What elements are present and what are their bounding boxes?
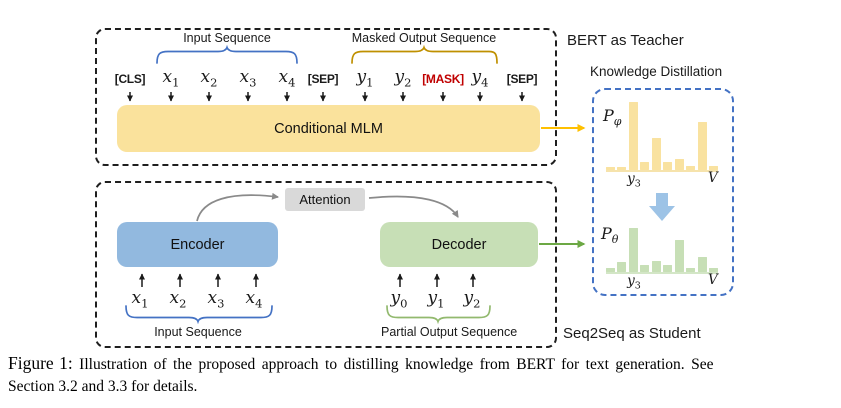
bar <box>606 167 615 170</box>
decoder-label: Decoder <box>431 236 487 253</box>
p-phi-label: Pφ <box>603 106 622 129</box>
conditional-mlm-label: Conditional MLM <box>274 120 383 137</box>
student-token-x1: x1 <box>131 288 149 311</box>
student-token-x2: x2 <box>169 288 187 311</box>
teacher-input-sequence-label: Input Sequence <box>183 31 271 45</box>
bar <box>617 262 627 272</box>
token-cls: [CLS] <box>114 72 146 86</box>
token-x2: x2 <box>200 67 218 90</box>
bar <box>674 240 684 272</box>
token-y4: y4 <box>471 67 489 90</box>
bar <box>628 102 638 170</box>
student-chart-vocab-label: V <box>708 272 718 288</box>
bert-as-teacher-title: BERT as Teacher <box>567 32 684 49</box>
token-sep-2: [SEP] <box>506 72 538 86</box>
student-token-y0: y0 <box>390 288 408 311</box>
token-x1: x1 <box>162 67 180 90</box>
token-x3: x3 <box>239 67 257 90</box>
bar <box>697 122 707 170</box>
student-chart-y3-tick: y3 <box>627 273 641 292</box>
figure-label: Figure 1: <box>8 353 73 373</box>
student-bar-chart <box>606 228 718 274</box>
bar <box>640 265 650 272</box>
partial-output-sequence-label: Partial Output Sequence <box>381 325 518 339</box>
encoder-box: Encoder <box>117 222 278 267</box>
teacher-chart-vocab-label: V <box>708 170 718 186</box>
token-y2: y2 <box>394 67 412 90</box>
bar <box>686 166 696 170</box>
decoder-box: Decoder <box>380 222 538 267</box>
bar <box>708 268 718 272</box>
token-y1: y1 <box>356 67 374 90</box>
token-sep-1: [SEP] <box>307 72 339 86</box>
bar <box>606 268 615 272</box>
attention-box: Attention <box>285 188 365 211</box>
caption-line-2: Section 3.2 and 3.3 for details. <box>8 378 198 395</box>
token-mask: [MASK] <box>422 72 464 86</box>
bar <box>640 162 650 170</box>
attention-label: Attention <box>299 192 351 207</box>
student-input-sequence-label: Input Sequence <box>154 325 242 339</box>
p-theta-label: Pθ <box>601 224 619 247</box>
bar <box>617 167 627 170</box>
teacher-chart-y3-tick: y3 <box>627 171 641 190</box>
token-x4: x4 <box>278 67 296 90</box>
seq2seq-as-student-title: Seq2Seq as Student <box>563 325 701 342</box>
student-token-x4: x4 <box>245 288 263 311</box>
bar <box>651 261 661 272</box>
bar <box>651 138 661 170</box>
bar <box>686 268 696 272</box>
conditional-mlm-box: Conditional MLM <box>117 105 540 152</box>
bar <box>697 257 707 272</box>
knowledge-distillation-title: Knowledge Distillation <box>590 64 723 79</box>
bar <box>663 265 673 272</box>
masked-output-sequence-label: Masked Output Sequence <box>351 31 497 45</box>
student-token-x3: x3 <box>207 288 225 311</box>
bar <box>674 159 684 170</box>
figure-caption: Figure 1: Illustration of the proposed a… <box>8 352 836 398</box>
caption-line-1: Figure 1: Illustration of the proposed a… <box>8 353 714 373</box>
student-token-y2: y2 <box>463 288 481 311</box>
bar <box>663 162 673 170</box>
encoder-label: Encoder <box>170 236 225 253</box>
bar <box>628 228 638 272</box>
teacher-dashed-box <box>95 28 557 166</box>
kd-dashed-box <box>592 88 734 296</box>
student-dashed-box <box>95 181 557 348</box>
student-token-y1: y1 <box>427 288 445 311</box>
teacher-bar-chart <box>606 102 718 172</box>
bar <box>708 166 718 170</box>
